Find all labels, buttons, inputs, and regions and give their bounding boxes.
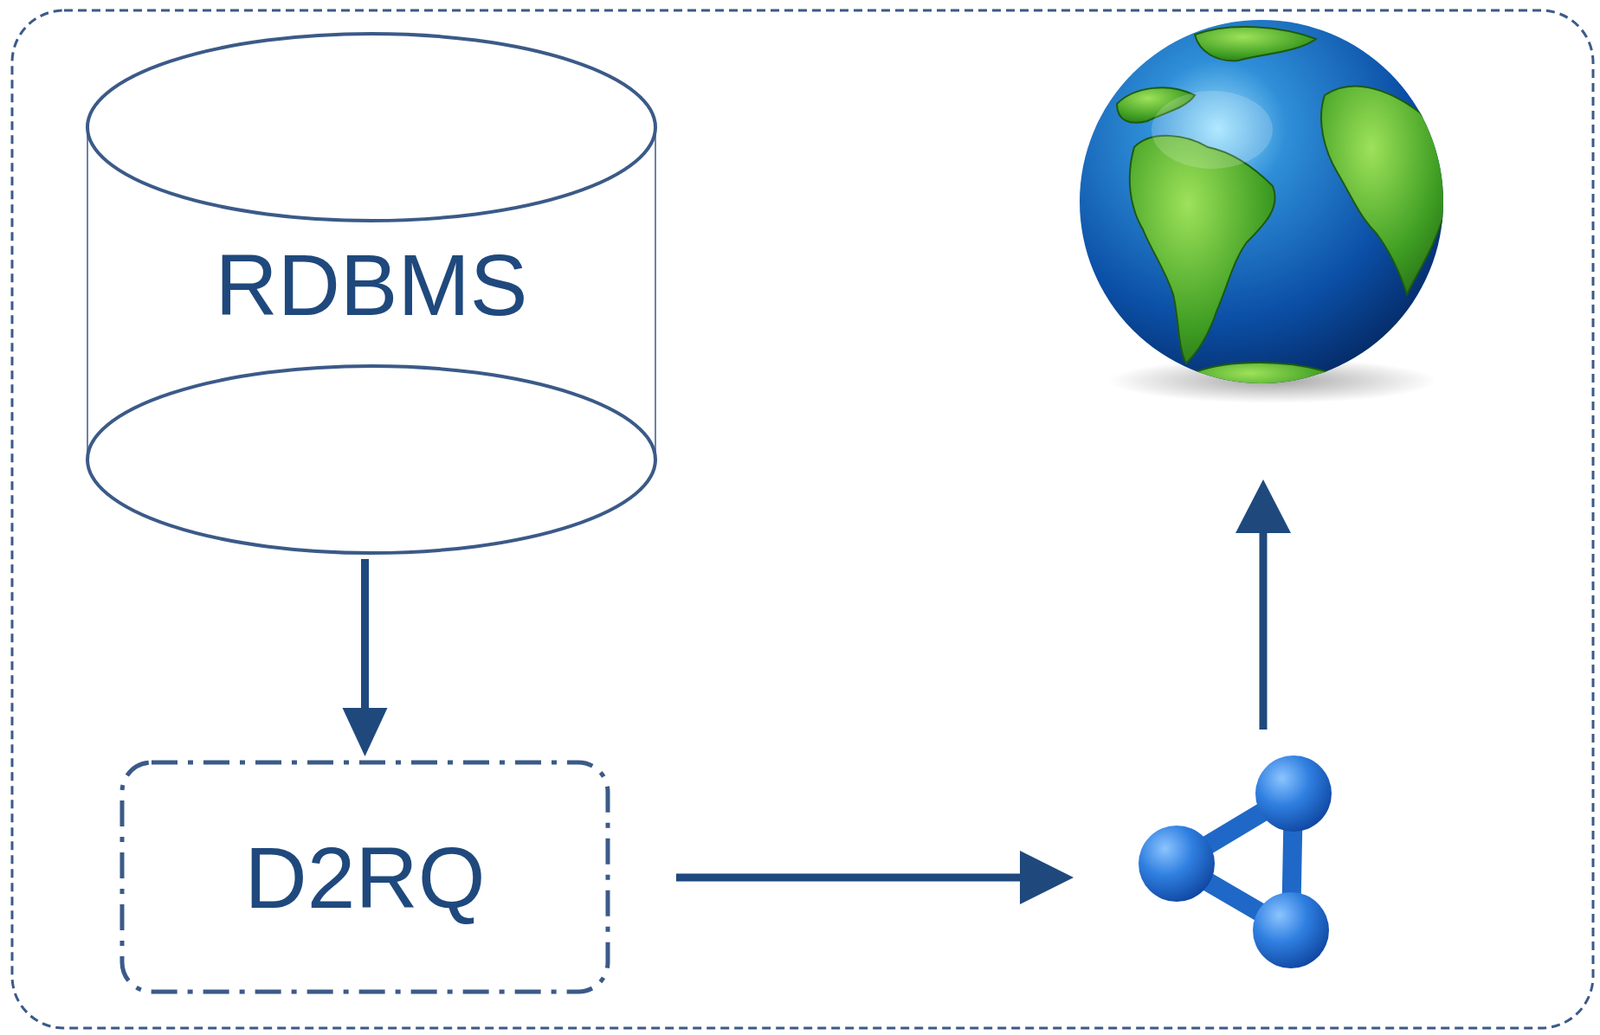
outer-frame: [12, 10, 1594, 1029]
process-box: D2RQ: [119, 760, 611, 995]
rdf-icon: [1138, 755, 1332, 969]
connector-arrow: [342, 559, 388, 757]
arrowhead: [342, 708, 388, 757]
flow-arrow: [676, 479, 1291, 905]
globe-icon: [1079, 19, 1446, 404]
connector-line: [361, 559, 369, 730]
node-label: RDBMS: [214, 237, 528, 333]
node-label: D2RQ: [245, 830, 486, 926]
database-cylinder: RDBMS: [84, 31, 659, 556]
